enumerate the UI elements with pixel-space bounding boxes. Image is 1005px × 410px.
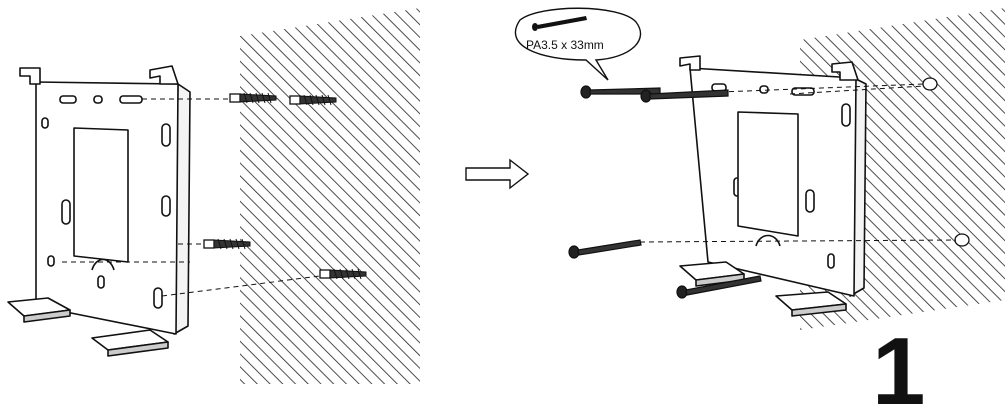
screw xyxy=(568,239,642,259)
process-arrow xyxy=(465,158,530,190)
screw xyxy=(676,275,762,299)
screw xyxy=(640,89,729,103)
left-guides xyxy=(62,98,321,297)
right-guides xyxy=(639,83,957,243)
left-wall xyxy=(240,8,420,384)
step-number: 1 xyxy=(872,318,925,410)
right-bracket xyxy=(679,55,867,317)
screw-spec-label: PA3.5 x 33mm xyxy=(526,38,604,52)
wall-hole xyxy=(922,77,938,91)
screw-callout: PA3.5 x 33mm xyxy=(514,7,642,81)
screw-icon xyxy=(532,16,587,31)
wall-hole xyxy=(954,233,970,247)
right-screws xyxy=(568,85,762,299)
left-bracket xyxy=(7,65,191,357)
